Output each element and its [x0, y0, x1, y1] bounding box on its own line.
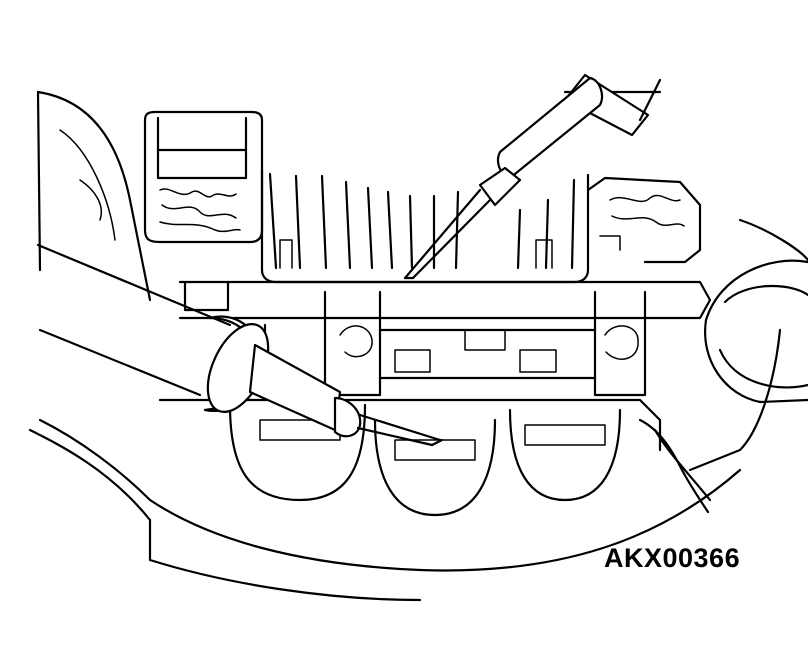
heat-sink	[260, 168, 590, 284]
figure-code: AKX00366	[604, 543, 741, 573]
diode-pockets	[158, 398, 712, 517]
housing-outline	[28, 90, 808, 602]
upper-probe	[403, 73, 662, 280]
right-boss	[704, 259, 808, 404]
harness-lead	[638, 418, 710, 514]
regulator-assembly	[586, 176, 702, 264]
connector-block	[143, 110, 264, 244]
lower-probe	[36, 243, 444, 447]
rectifier-body	[178, 280, 712, 397]
